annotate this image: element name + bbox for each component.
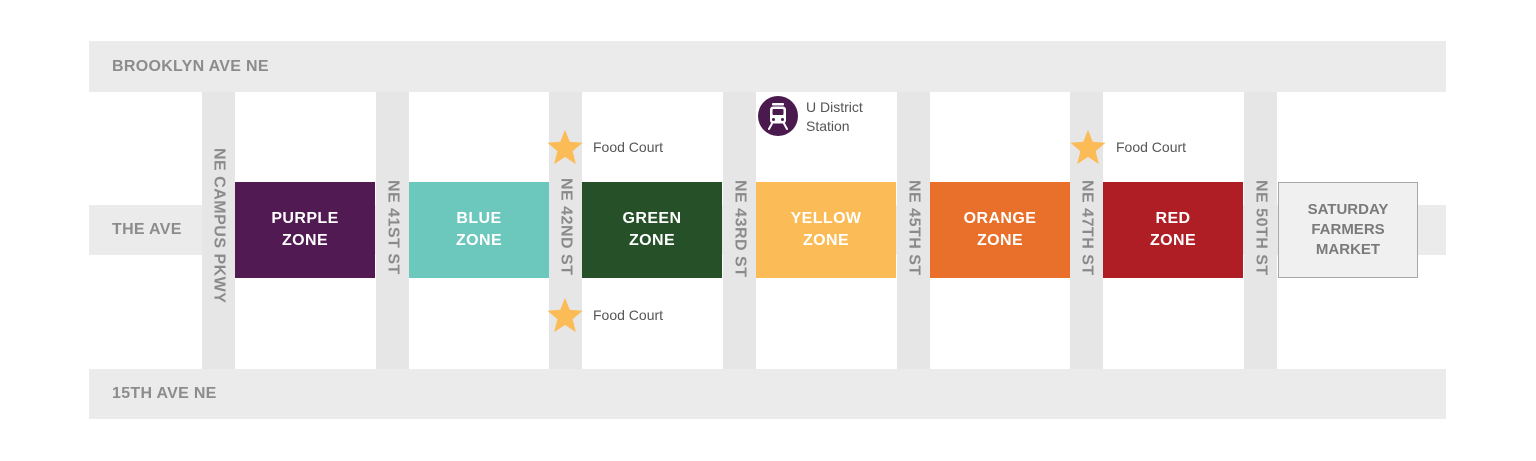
zone-name: YELLOW	[790, 210, 862, 227]
cross-street-campus-pkwy: NE CAMPUS PKWY	[202, 92, 235, 369]
red-zone[interactable]: RED ZONE	[1103, 182, 1243, 278]
cross-street-label: NE 45TH ST	[905, 180, 923, 276]
star-icon	[1070, 129, 1106, 165]
cross-street-label: NE 43RD ST	[731, 180, 749, 278]
station-label-line-1: U District	[806, 99, 863, 115]
cross-street-43rd: NE 43RD ST	[723, 92, 756, 369]
brooklyn-ave-label: BROOKLYN AVE NE	[112, 58, 269, 75]
food-court-42nd-north[interactable]: Food Court	[546, 128, 663, 166]
the-ave-label: THE AVE	[112, 221, 182, 238]
zone-name: GREEN	[622, 210, 682, 227]
station-label-line-2: Station	[806, 118, 850, 134]
cross-street-label: NE 41ST ST	[384, 180, 402, 275]
u-district-station[interactable]: U District Station	[758, 96, 863, 136]
zone-suffix: ZONE	[802, 232, 850, 249]
cross-street-50th: NE 50TH ST	[1244, 92, 1277, 369]
green-zone[interactable]: GREEN ZONE	[582, 182, 722, 278]
zone-suffix: ZONE	[628, 232, 676, 249]
market-line-2: FARMERS	[1311, 221, 1385, 238]
star-icon	[547, 129, 583, 165]
brooklyn-ave-street: BROOKLYN AVE NE	[89, 41, 1446, 92]
purple-zone[interactable]: PURPLE ZONE	[235, 182, 375, 278]
cross-street-45th: NE 45TH ST	[897, 92, 930, 369]
zone-name: ORANGE	[963, 210, 1037, 227]
zone-name: BLUE	[456, 210, 502, 227]
zone-name: RED	[1155, 210, 1191, 227]
cross-street-41st: NE 41ST ST	[376, 92, 409, 369]
cross-street-label: NE 47TH ST	[1078, 180, 1096, 276]
food-court-47th-north[interactable]: Food Court	[1069, 128, 1186, 166]
market-line-3: MARKET	[1315, 241, 1381, 258]
zone-suffix: ZONE	[976, 232, 1024, 249]
zone-suffix: ZONE	[1149, 232, 1197, 249]
food-court-label: Food Court	[1116, 139, 1187, 155]
cross-street-47th: NE 47TH ST	[1070, 92, 1103, 369]
blue-zone[interactable]: BLUE ZONE	[409, 182, 549, 278]
food-court-label: Food Court	[593, 307, 664, 323]
cross-street-label: NE 50TH ST	[1252, 180, 1270, 276]
yellow-zone[interactable]: YELLOW ZONE	[756, 182, 896, 278]
star-icon	[547, 297, 583, 333]
cross-street-label: NE 42ND ST	[557, 178, 575, 276]
zone-suffix: ZONE	[455, 232, 503, 249]
zone-suffix: ZONE	[281, 232, 329, 249]
light-rail-icon	[758, 96, 798, 136]
zone-name: PURPLE	[271, 210, 339, 227]
food-court-42nd-south[interactable]: Food Court	[546, 296, 663, 334]
orange-zone[interactable]: ORANGE ZONE	[930, 182, 1070, 278]
market-line-1: SATURDAY	[1307, 201, 1389, 218]
cross-street-label: NE CAMPUS PKWY	[210, 148, 228, 304]
farmers-market-box[interactable]: SATURDAY FARMERS MARKET	[1278, 182, 1418, 278]
food-court-label: Food Court	[593, 139, 664, 155]
15th-ave-street: 15TH AVE NE	[89, 369, 1446, 419]
15th-ave-label: 15TH AVE NE	[112, 385, 217, 402]
